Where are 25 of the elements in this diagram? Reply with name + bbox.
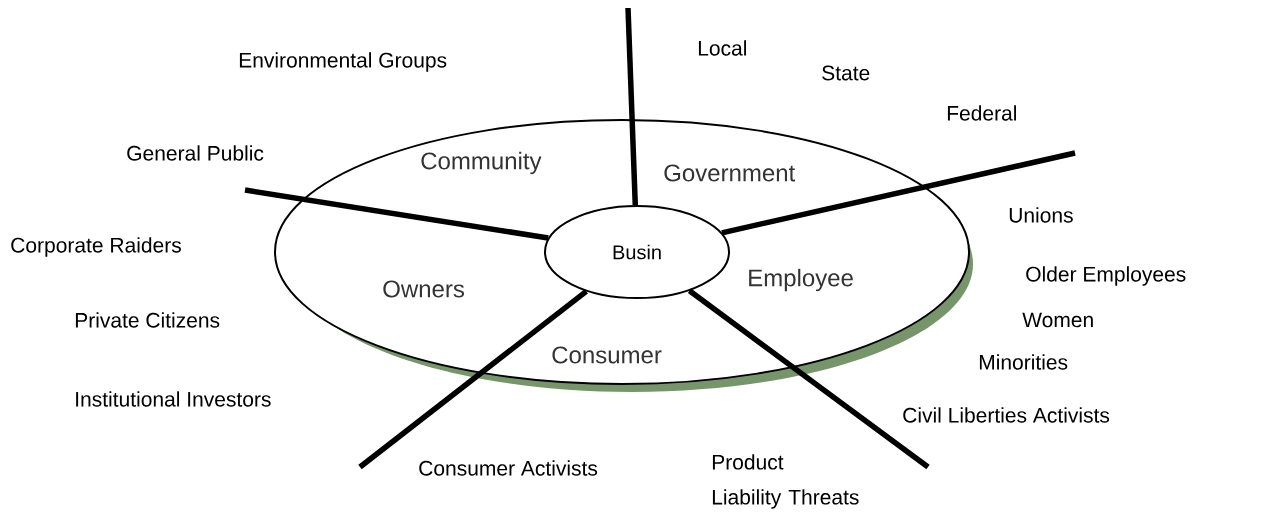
spoke-line <box>721 150 1076 236</box>
stakeholder-label: Unions <box>1009 207 1073 223</box>
stakeholder-ellipse <box>274 119 973 392</box>
spoke-line <box>358 289 588 470</box>
stakeholder-label: General Public <box>127 145 264 161</box>
sector-label: Consumer <box>552 346 662 364</box>
stakeholder-label: Product Liability Threats <box>712 454 859 509</box>
stakeholder-label: Local <box>698 40 746 56</box>
stakeholder-label: Older Employees <box>1026 266 1186 286</box>
spoke-line <box>687 288 930 470</box>
stakeholder-label: State <box>822 65 870 81</box>
stakeholder-label: Women <box>1022 312 1093 328</box>
stakeholder-label: Environmental Groups <box>239 52 447 72</box>
stakeholder-label: Private Citizens <box>75 312 220 328</box>
stakeholder-label: Consumer Activists <box>419 460 598 476</box>
stakeholder-label: Corporate Raiders <box>11 237 181 257</box>
sector-label: Community <box>421 151 542 175</box>
sector-label: Owners <box>383 280 464 298</box>
spoke-line <box>625 7 639 206</box>
sector-label: Government <box>664 164 796 182</box>
stakeholder-label: Institutional Investors <box>76 391 271 407</box>
spoke-line <box>244 187 549 241</box>
stakeholder-label: Civil Liberties Activists <box>903 407 1110 423</box>
stakeholder-label: Minorities <box>979 354 1068 370</box>
stakeholder-label: Federal <box>947 105 1016 121</box>
